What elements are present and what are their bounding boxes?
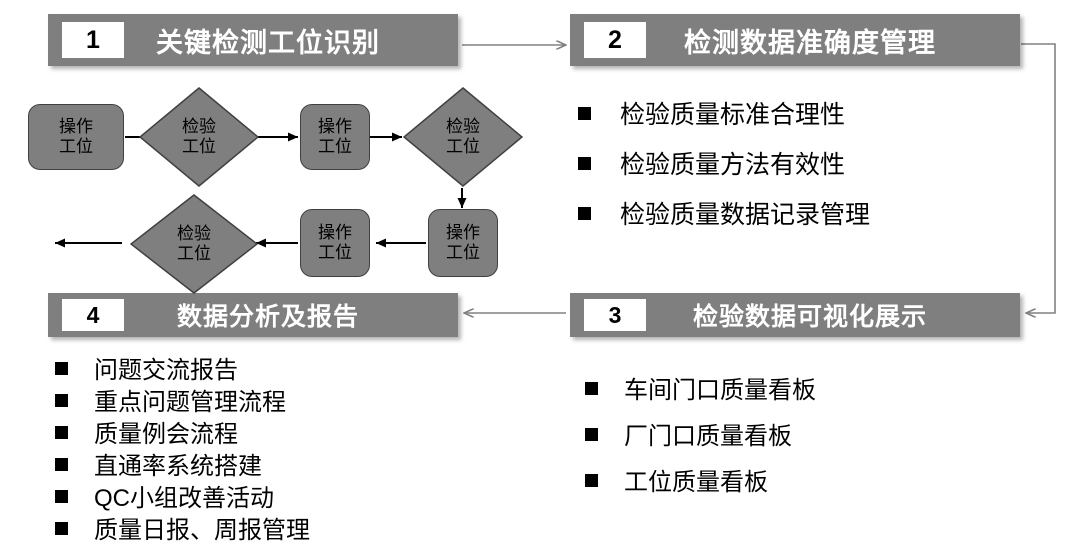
- square-bullet-icon: [55, 522, 68, 535]
- list-item: 检验质量方法有效性: [578, 145, 870, 195]
- square-bullet-icon: [55, 394, 68, 407]
- flow-node-label-line1: 操作: [318, 223, 352, 243]
- flow-node-label-line2: 工位: [177, 244, 211, 263]
- list-item-label: 厂门口质量看板: [624, 423, 792, 450]
- list-item-label: 质量日报、周报管理: [94, 517, 310, 544]
- flow-node-label-line1: 操作: [318, 117, 352, 137]
- list-item-label: 车间门口质量看板: [624, 377, 816, 404]
- square-bullet-icon: [55, 490, 68, 503]
- flow-node-label-line2: 工位: [318, 243, 352, 262]
- flow-node-process-1[interactable]: 操作 工位: [28, 104, 124, 170]
- diamond-shape-icon: [403, 87, 523, 187]
- section-number-badge-2: 2: [584, 22, 646, 58]
- flow-node-label-line2: 工位: [446, 243, 480, 262]
- square-bullet-icon: [55, 362, 68, 375]
- list-item-label: 质量例会流程: [94, 421, 238, 448]
- list-item-label: 直通率系统搭建: [94, 453, 262, 480]
- list-item-label: 检验质量方法有效性: [620, 151, 846, 179]
- list-item-label: QC小组改善活动: [94, 485, 274, 512]
- flow-node-label-line1: 检验: [446, 117, 480, 137]
- list-item-label: 重点问题管理流程: [94, 389, 286, 416]
- list-item-label: 检验质量标准合理性: [620, 101, 846, 129]
- section-title-2: 检测数据准确度管理: [684, 27, 936, 58]
- list-item: 检验质量标准合理性: [578, 95, 870, 145]
- section-number-badge-3: 3: [584, 299, 646, 331]
- list-item-label: 工位质量看板: [624, 469, 768, 496]
- square-bullet-icon: [55, 458, 68, 471]
- flow-node-process-2[interactable]: 操作 工位: [300, 104, 370, 170]
- square-bullet-icon: [585, 474, 598, 487]
- diamond-shape-icon: [139, 87, 259, 187]
- flow-node-label-line2: 工位: [182, 137, 216, 156]
- flow-node-label-line1: 检验: [177, 224, 211, 244]
- flow-node-label: 检验 工位: [182, 117, 216, 156]
- square-bullet-icon: [578, 107, 591, 120]
- flow-node-label: 检验 工位: [177, 224, 211, 263]
- list-item: QC小组改善活动: [55, 478, 310, 512]
- flow-node-label-line2: 工位: [318, 137, 352, 156]
- flow-node-label-line1: 操作: [59, 117, 93, 137]
- section-3-bullet-list: 车间门口质量看板 厂门口质量看板 工位质量看板: [585, 370, 816, 508]
- section-banner-4[interactable]: 4 数据分析及报告: [48, 293, 458, 337]
- list-item: 重点问题管理流程: [55, 382, 310, 416]
- square-bullet-icon: [578, 207, 591, 220]
- list-item-label: 问题交流报告: [94, 357, 238, 384]
- section-2-bullet-list: 检验质量标准合理性 检验质量方法有效性 检验质量数据记录管理: [578, 95, 870, 245]
- section-title-1: 关键检测工位识别: [156, 27, 380, 58]
- flow-node-label-line2: 工位: [446, 137, 480, 156]
- section-banner-3[interactable]: 3 检验数据可视化展示: [570, 293, 1020, 337]
- square-bullet-icon: [55, 426, 68, 439]
- list-item: 问题交流报告: [55, 350, 310, 384]
- flow-node-decision-3[interactable]: 检验 工位: [130, 194, 258, 294]
- flow-node-label-line2: 工位: [59, 137, 93, 156]
- square-bullet-icon: [585, 382, 598, 395]
- flow-node-decision-2[interactable]: 检验 工位: [403, 87, 523, 187]
- flow-node-label-line1: 操作: [446, 223, 480, 243]
- flow-node-decision-1[interactable]: 检验 工位: [139, 87, 259, 187]
- connector-box2-to-box3: [1021, 43, 1056, 313]
- section-banner-1[interactable]: 1 关键检测工位识别: [48, 14, 458, 66]
- list-item: 质量日报、周报管理: [55, 510, 310, 544]
- section-banner-2[interactable]: 2 检测数据准确度管理: [570, 14, 1020, 66]
- square-bullet-icon: [578, 157, 591, 170]
- section-title-4: 数据分析及报告: [176, 303, 359, 331]
- flow-node-process-3[interactable]: 操作 工位: [300, 209, 370, 277]
- diamond-shape-icon: [130, 194, 258, 294]
- list-item: 质量例会流程: [55, 414, 310, 448]
- list-item: 厂门口质量看板: [585, 416, 816, 462]
- section-title-3: 检验数据可视化展示: [692, 303, 927, 331]
- list-item: 工位质量看板: [585, 462, 816, 508]
- list-item-label: 检验质量数据记录管理: [620, 201, 871, 229]
- list-item: 检验质量数据记录管理: [578, 195, 870, 245]
- flow-node-process-4[interactable]: 操作 工位: [428, 209, 498, 277]
- section-4-bullet-list: 问题交流报告 重点问题管理流程 质量例会流程 直通率系统搭建 QC小组改善活动 …: [55, 350, 310, 544]
- flow-node-label: 检验 工位: [446, 117, 480, 156]
- flow-node-label-line1: 检验: [182, 117, 216, 137]
- list-item: 车间门口质量看板: [585, 370, 816, 416]
- list-item: 直通率系统搭建: [55, 446, 310, 480]
- section-number-badge-4: 4: [62, 299, 124, 331]
- square-bullet-icon: [585, 428, 598, 441]
- section-number-badge-1: 1: [62, 22, 124, 58]
